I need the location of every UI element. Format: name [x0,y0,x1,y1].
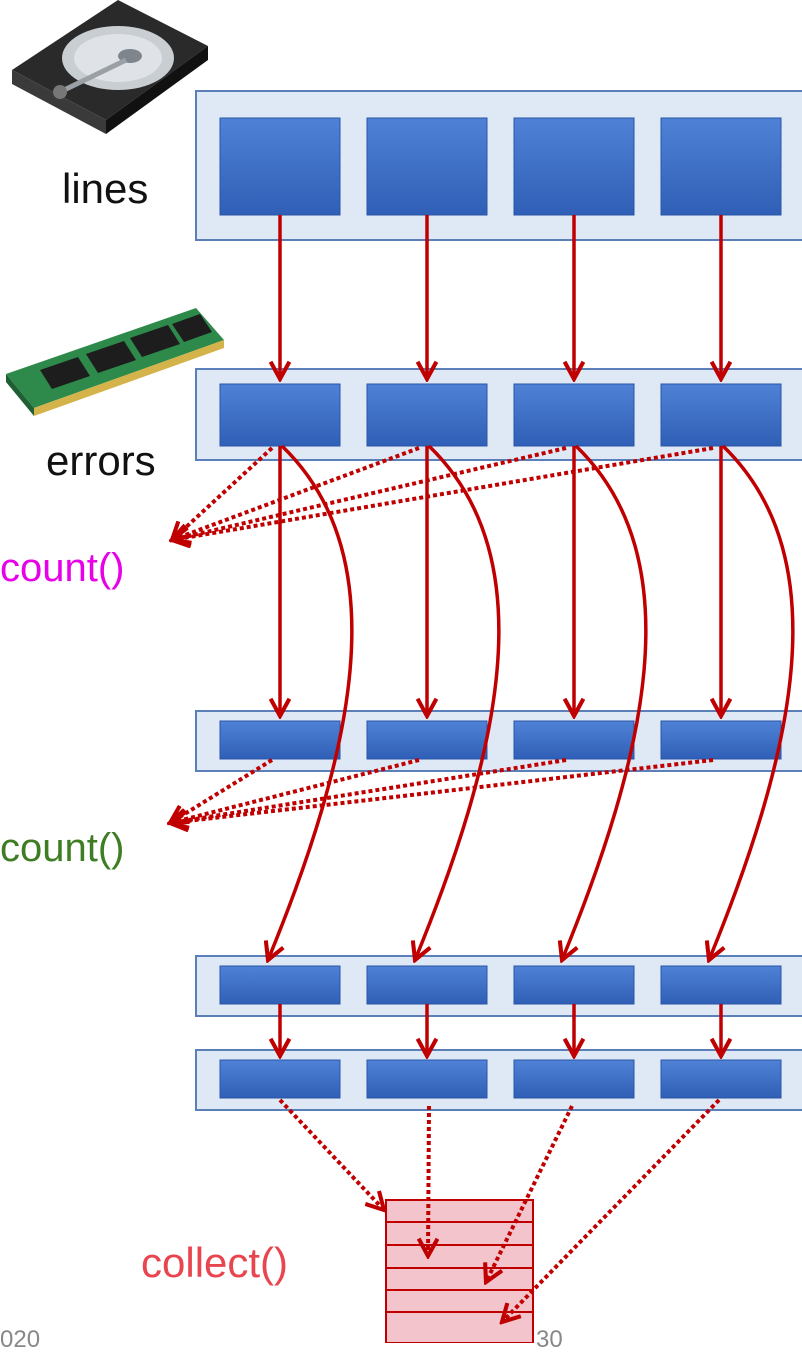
arrows-errors-to-filtered [280,446,721,716]
partition-block [513,383,635,447]
partition-block [366,383,488,447]
count-action-label-2: count() [0,826,125,870]
slide-number: 30 [536,1326,563,1353]
collect-action-label: collect() [141,1239,289,1286]
action-arrow [502,1098,721,1322]
collect-result-bin [385,1199,534,1343]
flow-arrow [268,444,354,960]
arrows-errors-to-count-1 [172,446,714,540]
partition-block [366,117,488,216]
action-arrow [428,1105,429,1256]
arrows-mapped-to-result [280,1004,721,1056]
partition-block [660,117,782,216]
partition-block [366,720,488,760]
count-action-label-1: count() [0,546,125,590]
action-arrow [172,446,714,540]
partition-block [513,965,635,1005]
partition-block [366,965,488,1005]
partitions-lines [219,117,782,216]
action-arrow [172,446,567,540]
partition-block [513,720,635,760]
action-arrow [278,1098,384,1210]
partition-block [660,965,782,1005]
footer-left-text: 020 [0,1326,41,1353]
arrows-errors-to-mapped [268,444,795,960]
hard-disk-drive-icon [12,0,208,134]
ram-module-icon [6,308,224,416]
arrows-lines-to-errors [280,215,721,379]
partitions-result [219,1059,782,1099]
flow-arrow [415,444,501,960]
partition-block [660,383,782,447]
partition-block [513,1059,635,1099]
partition-block [219,1059,341,1099]
partitions-filtered [219,720,782,760]
flow-arrow [562,444,648,960]
flow-arrow [709,444,795,960]
partition-block [219,720,341,760]
partition-block [513,117,635,216]
arrows-filtered-to-count-2 [170,758,714,823]
partition-block [660,720,782,760]
partitions-errors [219,383,782,447]
errors-label: errors [46,437,156,484]
action-arrow [486,1105,574,1282]
arrows-result-to-collect [278,1098,721,1322]
partition-block [660,1059,782,1099]
action-arrow [170,758,567,823]
partition-block [219,965,341,1005]
action-arrow [172,446,420,540]
action-arrow [170,758,420,823]
partition-block [219,117,341,216]
lines-label: lines [62,165,149,212]
action-arrow [170,758,714,823]
partition-block [219,383,341,447]
partition-block [366,1059,488,1099]
